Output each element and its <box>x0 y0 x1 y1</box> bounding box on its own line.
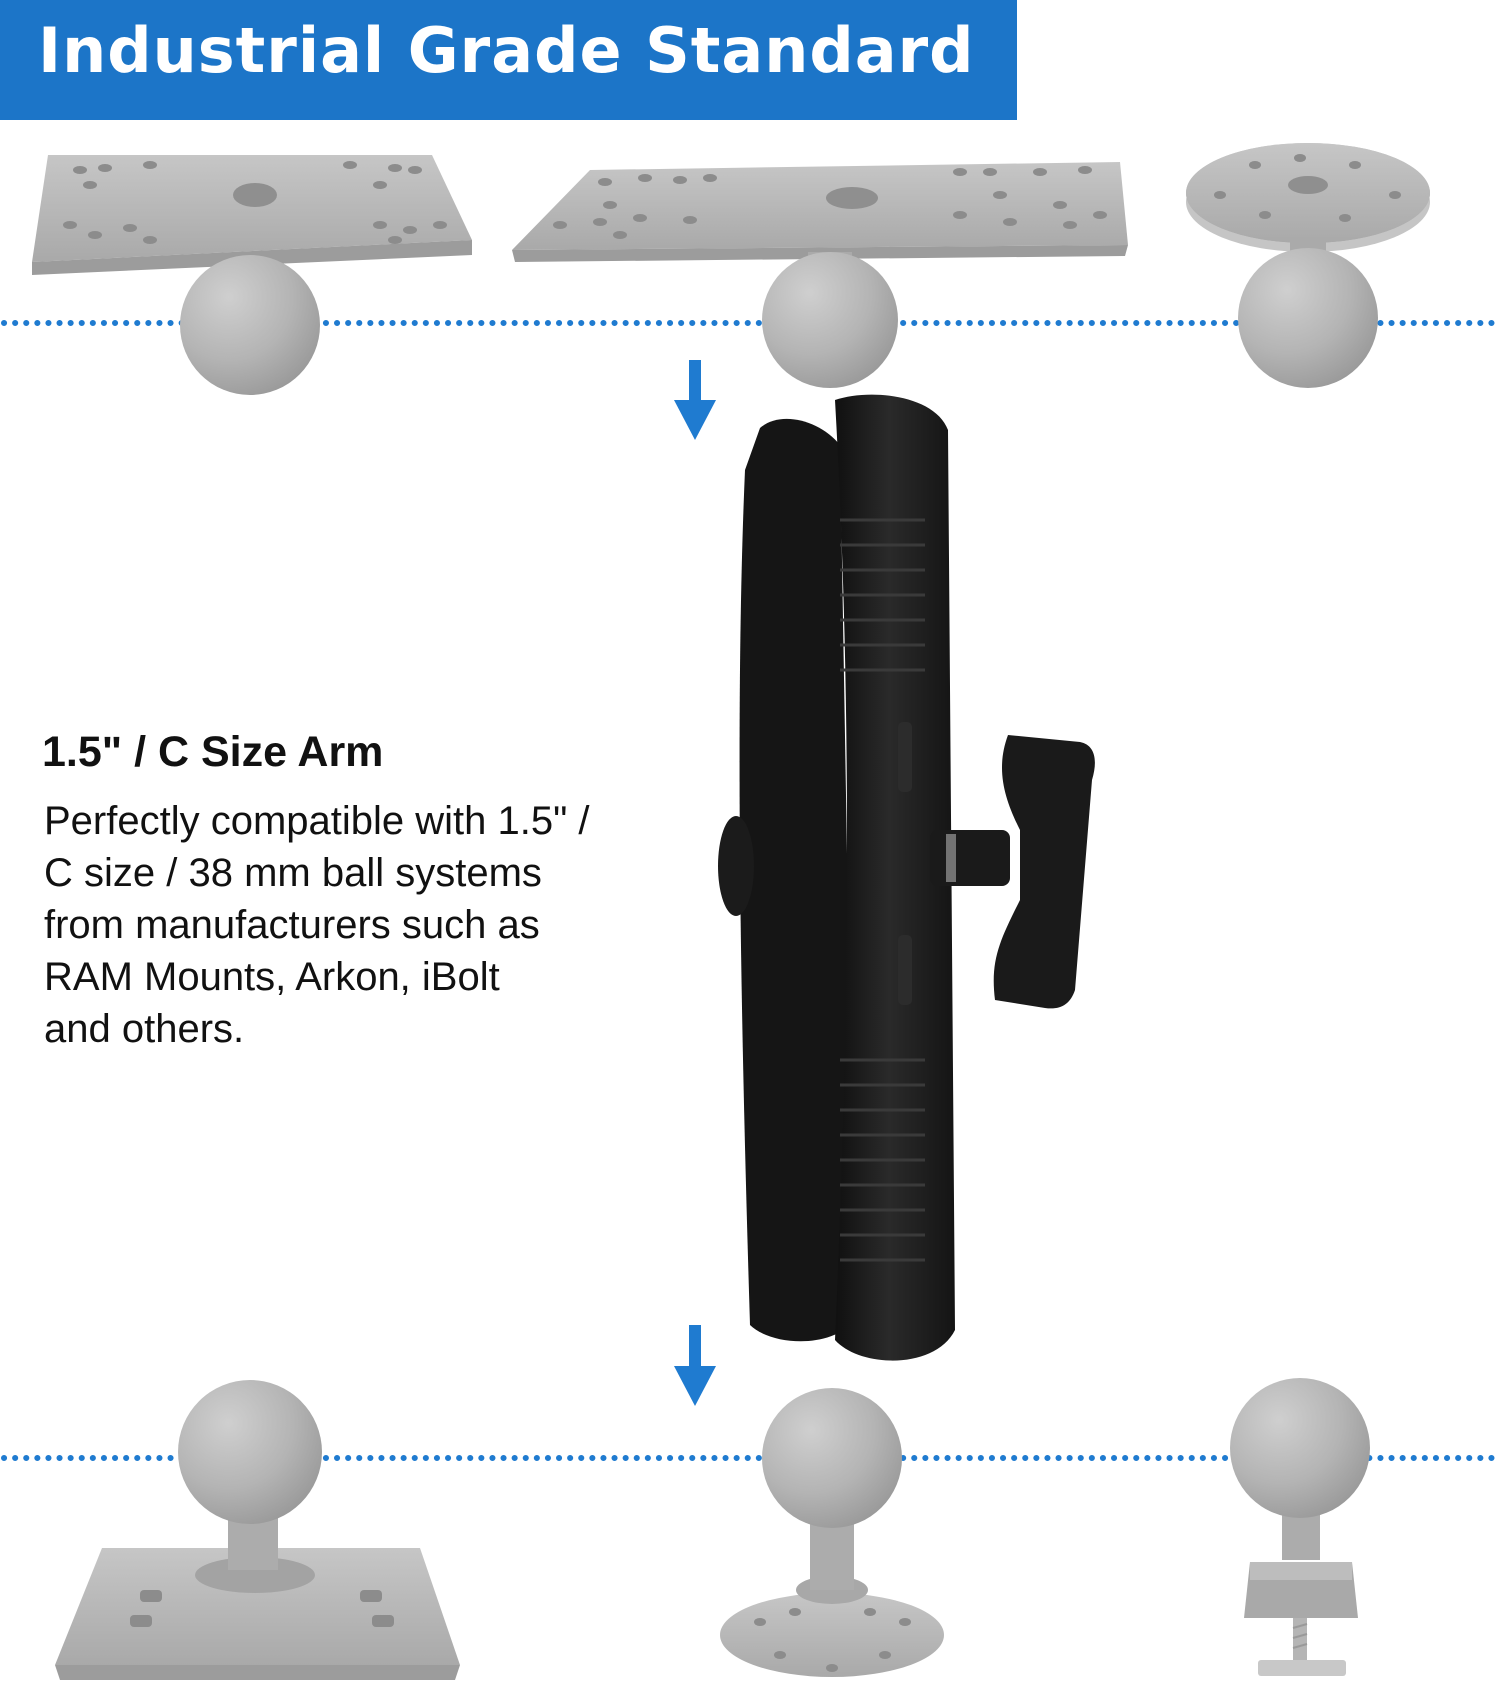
bottom-mount-screw-base <box>1230 1378 1370 1676</box>
top-mount-rectangle-plate <box>32 155 472 395</box>
banner-title: Industrial Grade Standard <box>38 14 975 87</box>
bottom-mount-round-plate <box>720 1388 944 1677</box>
top-mount-round-plate <box>1186 143 1430 388</box>
bottom-arrow-down-icon <box>674 1325 716 1406</box>
description-line: and others. <box>44 1007 245 1051</box>
top-arrow-down-icon <box>674 360 716 440</box>
title-banner: Industrial Grade Standard <box>0 0 1017 120</box>
top-mount-long-plate <box>512 162 1128 388</box>
description-line: Perfectly compatible with 1.5" / <box>44 799 590 843</box>
description-line: RAM Mounts, Arkon, iBolt <box>44 955 500 999</box>
double-socket-arm <box>718 394 1095 1361</box>
description-line: from manufacturers such as <box>44 903 540 947</box>
description-line: C size / 38 mm ball systems <box>44 851 542 895</box>
arm-description: Perfectly compatible with 1.5" / C size … <box>44 795 684 1055</box>
arm-heading: 1.5" / C Size Arm <box>42 728 384 776</box>
bottom-mount-square-plate <box>55 1380 460 1680</box>
